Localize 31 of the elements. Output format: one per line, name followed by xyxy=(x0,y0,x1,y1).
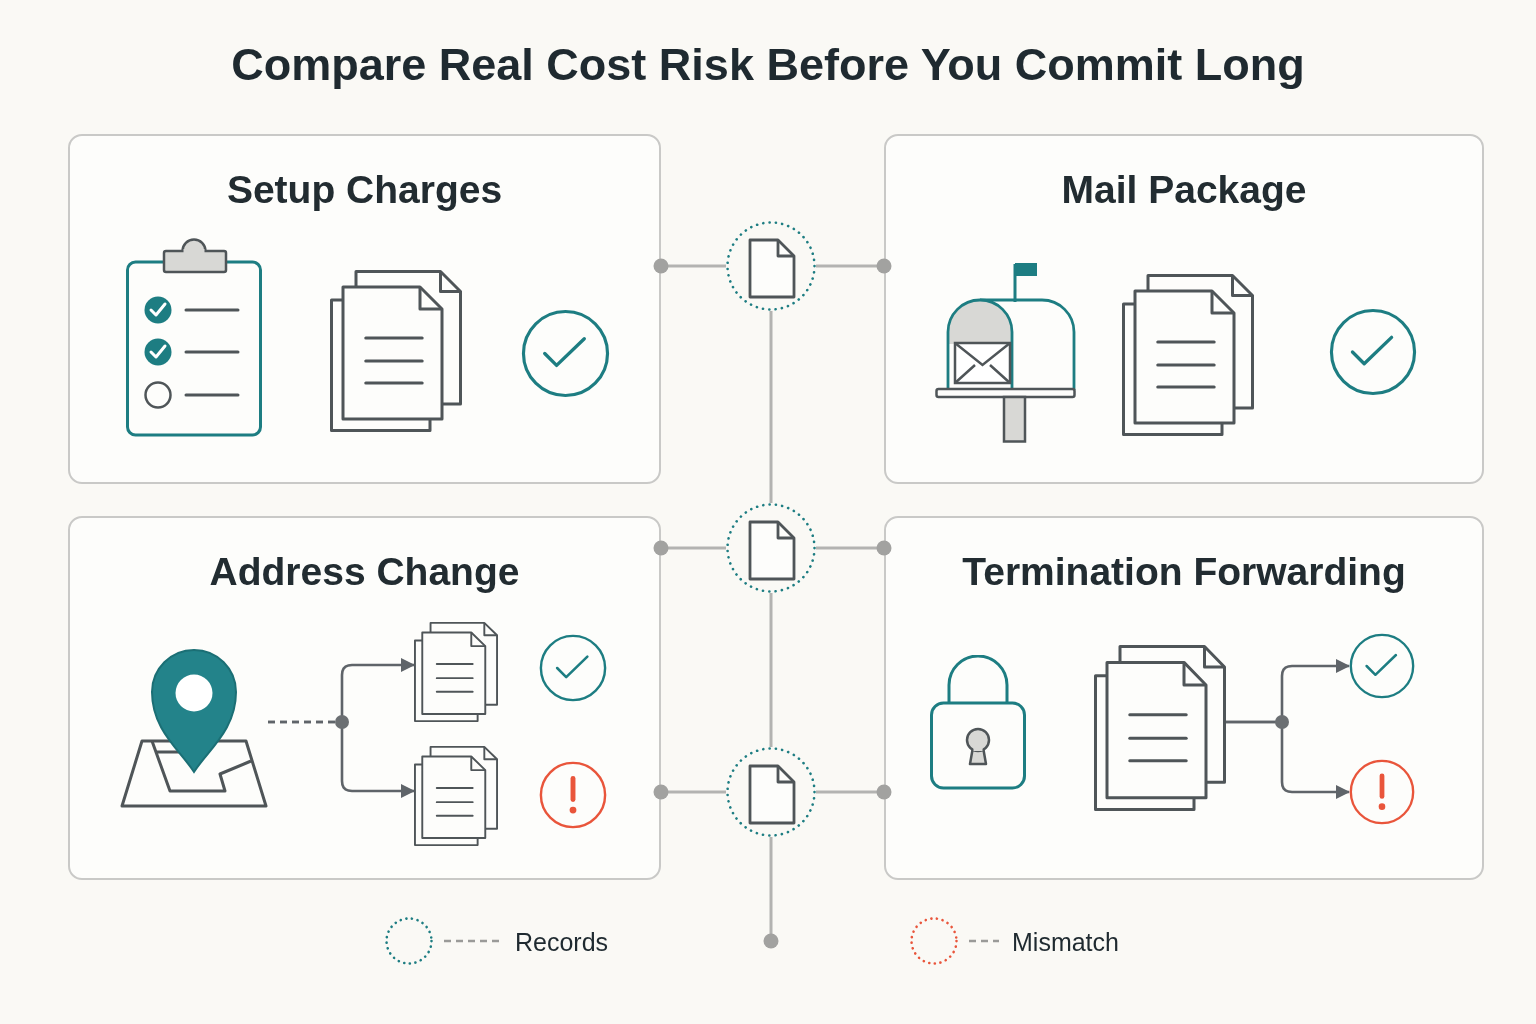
connector-line xyxy=(653,258,726,274)
connector-line xyxy=(769,593,773,747)
panel-card xyxy=(884,134,1484,484)
dotted-circle xyxy=(726,221,816,311)
title: Compare Real Cost Risk Before You Commit Long xyxy=(231,38,1305,92)
document-stack-icon xyxy=(1094,645,1226,811)
panel-card xyxy=(884,516,1484,880)
connector-line xyxy=(763,837,779,949)
panel-heading: Address Change xyxy=(209,549,520,595)
arrow xyxy=(268,720,415,798)
panel-card xyxy=(68,516,661,880)
dotted-circle xyxy=(726,503,816,593)
legend-label: Mismatch xyxy=(1012,927,1119,957)
connector-line xyxy=(816,258,892,274)
dotted-circle xyxy=(726,747,816,837)
panel-heading: Mail Package xyxy=(1061,167,1307,213)
legend-label: Records xyxy=(515,927,609,957)
connector-line xyxy=(816,540,892,556)
panel-heading: Termination Forwarding xyxy=(962,549,1406,595)
panel-card xyxy=(68,134,661,484)
connector-line xyxy=(653,540,726,556)
document-stack-icon xyxy=(414,622,498,722)
warning-circle-icon xyxy=(1349,759,1415,825)
panel-heading: Setup Charges xyxy=(226,167,503,213)
document-stack-icon xyxy=(414,746,498,846)
connector-line xyxy=(653,784,726,800)
map-pin-icon xyxy=(120,648,268,809)
arrow xyxy=(1226,720,1350,799)
check-circle-icon xyxy=(1349,633,1415,699)
connector-line xyxy=(769,311,773,503)
connector-line xyxy=(816,784,892,800)
